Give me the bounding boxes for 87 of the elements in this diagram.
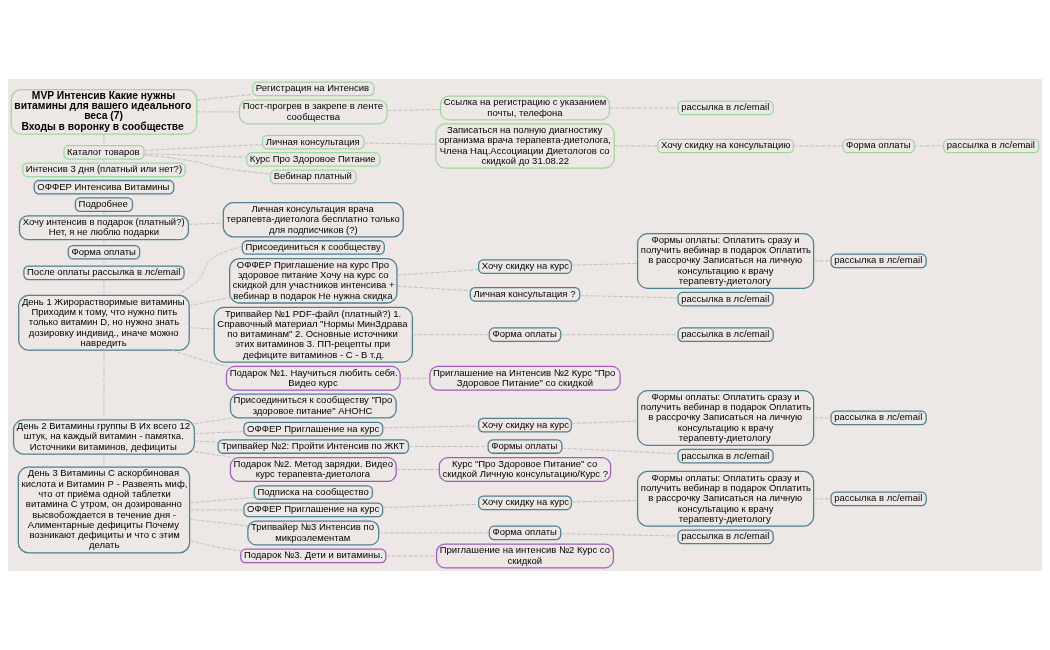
node-box: Личная консультация ? bbox=[469, 286, 581, 302]
node-box: Личная консультация врача терапевта-диетолога бесплатно только для подписчиков (?) bbox=[222, 202, 404, 238]
node-box: Подарок №3. Дети и витамины. bbox=[240, 548, 387, 564]
connector bbox=[189, 539, 241, 552]
connector bbox=[560, 533, 679, 537]
connector bbox=[571, 500, 638, 503]
connector bbox=[175, 246, 243, 296]
node-box: рассылка в лс/email bbox=[677, 448, 774, 464]
node-box: Форма оплаты bbox=[67, 244, 141, 260]
node-box: Присоединиться к сообществу "Про здоровое питание" АНОНС bbox=[229, 393, 397, 419]
node-box: рассылка в лс/email bbox=[830, 491, 927, 507]
node-box: Подарок №2. Метод зарядки. Видео курс терапевта-диетолога bbox=[229, 456, 397, 483]
node-box: MVP Интенсив Какие нужны витамины для вашего идеального веса (7) Входы в воронку в сообществе bbox=[10, 89, 198, 135]
node-box: рассылка в лс/email bbox=[677, 529, 774, 545]
node-box: рассылка в лс/email bbox=[943, 138, 1040, 154]
node-box: Присоединиться к сообществу bbox=[241, 240, 385, 255]
connector bbox=[171, 349, 228, 367]
connector bbox=[193, 440, 219, 443]
node-box: День 2 Витамины группы В Их всего 12 штук, на каждый витамин - памятка. Источники витаминов, дефициты bbox=[12, 419, 195, 455]
node-box: Хочу скидку на курс bbox=[477, 259, 573, 274]
node-box: Регистрация на Интенсив bbox=[252, 81, 375, 97]
node-box: Форма оплаты bbox=[842, 138, 915, 154]
node-box: Приглашение на интенсив №2 Курс со скидкой bbox=[435, 543, 615, 569]
node-box: Подробнее bbox=[74, 197, 134, 213]
node-box: Записаться на полную диагностику организма врача терапевта-диетолога, Члена Нац.Ассоциации Диетологов со скидкой до 31.08.22 bbox=[435, 123, 615, 169]
node-box: Подписка на сообщество bbox=[253, 485, 373, 500]
connector bbox=[189, 518, 248, 527]
node-box: ОФФЕР Приглашение на курс bbox=[243, 502, 384, 518]
node-box: ОФФЕР Приглашение на курс Про здоровое питание Хочу на курс со скидкой для участников интенсива + вебинар в подарок Не нужна скидка bbox=[229, 257, 398, 304]
node-box: Хочу скидку на консультацию bbox=[657, 138, 795, 154]
node-box: День 1 Жирорастворимые витамины Приходим к тому, что нужно пить только витамин D, но нужно знать дозировку индивид., иначе можно навредить bbox=[18, 294, 190, 351]
node-box: Интенсив 3 дня (платный или нет?) bbox=[22, 162, 186, 178]
node-box: Трипвайер №1 PDF-файл (платный?) 1. Справочный материал "Нормы МинЗдрава по витаминам" 2. Основные источники этих витаминов 3. ПП-рецепты при дефиците витаминов - С - В т.д. bbox=[213, 306, 414, 363]
connector bbox=[382, 503, 479, 508]
node-box: рассылка в лс/email bbox=[830, 253, 927, 269]
connector bbox=[189, 497, 255, 504]
node-box: После оплаты рассылка в лс/email bbox=[23, 265, 185, 281]
node-box: рассылка в лс/email bbox=[677, 327, 774, 343]
node-box: Личная консультация bbox=[261, 134, 365, 150]
connector bbox=[188, 297, 230, 307]
node-box: Формы оплаты: Оплатить сразу и получить вебинар в подарок Оплатить в рассрочку Записаться на личную консультацию к врачу терапевту-диетологу bbox=[636, 389, 815, 446]
connector bbox=[396, 269, 479, 276]
connector bbox=[143, 153, 247, 158]
connector bbox=[143, 154, 271, 175]
connector bbox=[188, 327, 215, 330]
node-box: рассылка в лс/email bbox=[677, 100, 774, 116]
node-box: ОФФЕР Интенсива Витамины bbox=[33, 179, 175, 195]
node-box: Ссылка на регистрацию с указанием почты, телефона bbox=[439, 95, 611, 121]
node-box: День 3 Витамины С аскорбиновая кислота и Витамин Р - Развеять миф, что от приёма одной таблетки витамина С утром, он дозированно высвобождается в течение дня - Алиментарные дефициты Почему возникают дефициты и что с этим делать bbox=[17, 466, 191, 554]
node-box: Хочу скидку на курс bbox=[477, 417, 573, 433]
node-box: Формы оплаты: Оплатить сразу и получить вебинар в подарок Оплатить в рассрочку Записаться на личную консультацию к врачу терапевту-диетологу bbox=[636, 233, 815, 289]
node-box: Хочу скидку на курс bbox=[477, 495, 573, 511]
connector bbox=[395, 469, 440, 470]
node-box: Форма оплаты bbox=[488, 327, 562, 343]
connector bbox=[143, 144, 263, 151]
connector bbox=[193, 431, 245, 434]
connector bbox=[412, 334, 490, 336]
node-box: рассылка в лс/email bbox=[677, 291, 774, 307]
node-box: Подарок №1. Научиться любить себя. Видео курс bbox=[225, 365, 401, 391]
node-box: ОФФЕР Приглашение на курс bbox=[243, 421, 384, 437]
connector bbox=[571, 420, 638, 424]
connector bbox=[560, 334, 679, 336]
connector bbox=[396, 285, 471, 292]
node-box: Трипвайер №3 Интенсив по микроэлементам bbox=[247, 520, 380, 546]
connector bbox=[579, 295, 679, 299]
connector bbox=[561, 447, 679, 455]
node-box: Приглашение на Интенсив №2 Курс "Про Здоровое Питание" со скидкой bbox=[429, 365, 621, 391]
connector bbox=[363, 142, 437, 145]
connector bbox=[386, 109, 441, 111]
node-box: Формы оплаты bbox=[487, 439, 563, 454]
node-box: Формы оплаты: Оплатить сразу и получить вебинар в подарок Оплатить в рассрочку Записаться на личную консультацию к врачу терапевту-диетологу bbox=[636, 470, 815, 527]
connector bbox=[188, 222, 224, 225]
node-box: Курс Про Здоровое Питание bbox=[246, 152, 381, 167]
connector bbox=[408, 446, 489, 447]
node-box: Трипвайер №2: Пройти Интенсив по ЖКТ bbox=[217, 439, 410, 454]
connector bbox=[193, 417, 233, 425]
connector bbox=[196, 94, 253, 101]
node-box: Вебинар платный bbox=[269, 169, 357, 185]
node-box: Курс "Про Здоровое Питание" со скидкой Личную консультацию/Курс ? bbox=[438, 456, 612, 483]
node-box: рассылка в лс/email bbox=[830, 410, 927, 426]
node-box: Пост-прогрев в закрепе в ленте сообщества bbox=[238, 99, 388, 125]
connector bbox=[571, 263, 638, 266]
node-box: Форма оплаты bbox=[488, 525, 562, 541]
connector bbox=[399, 377, 431, 379]
node-box: Каталог товаров bbox=[63, 144, 145, 160]
node-box: Хочу интенсив в подарок (платный?) Нет, я не люблю подарки bbox=[18, 215, 190, 241]
connector bbox=[194, 450, 235, 458]
